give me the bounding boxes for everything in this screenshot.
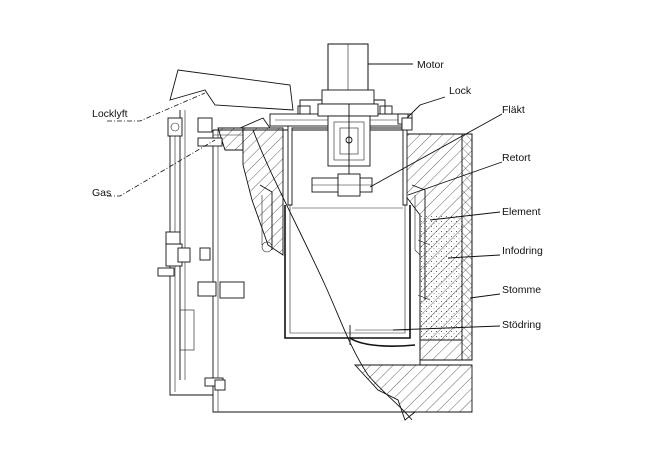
leader-stomme [469,293,501,299]
labels: Motor Lock Fläkt Retort Element Infodrin… [92,59,543,331]
label-lock: Lock [449,85,472,97]
heating-elements [259,184,431,301]
leader-stodring [392,325,501,331]
leader-retort [407,161,503,196]
label-element: Element [502,206,541,218]
label-stodring: Stödring [502,319,541,331]
leader-locklyft [107,92,206,122]
label-retort: Retort [502,152,531,164]
leader-infodring [447,254,501,259]
label-flakt: Fläkt [502,104,525,116]
leader-element [429,211,501,221]
label-infodring: Infodring [502,245,543,257]
label-motor: Motor [417,59,444,71]
label-stomme: Stomme [502,284,541,296]
leader-flakt [369,113,503,188]
lid-lift-mechanism [157,69,294,391]
motor-assembly [311,43,379,197]
leader-lines [107,63,503,331]
furnace-body [169,120,473,421]
label-locklyft: Locklyft [92,108,128,120]
leader-lock [406,96,446,119]
label-gas: Gas [92,187,111,199]
leader-gas [107,139,216,197]
